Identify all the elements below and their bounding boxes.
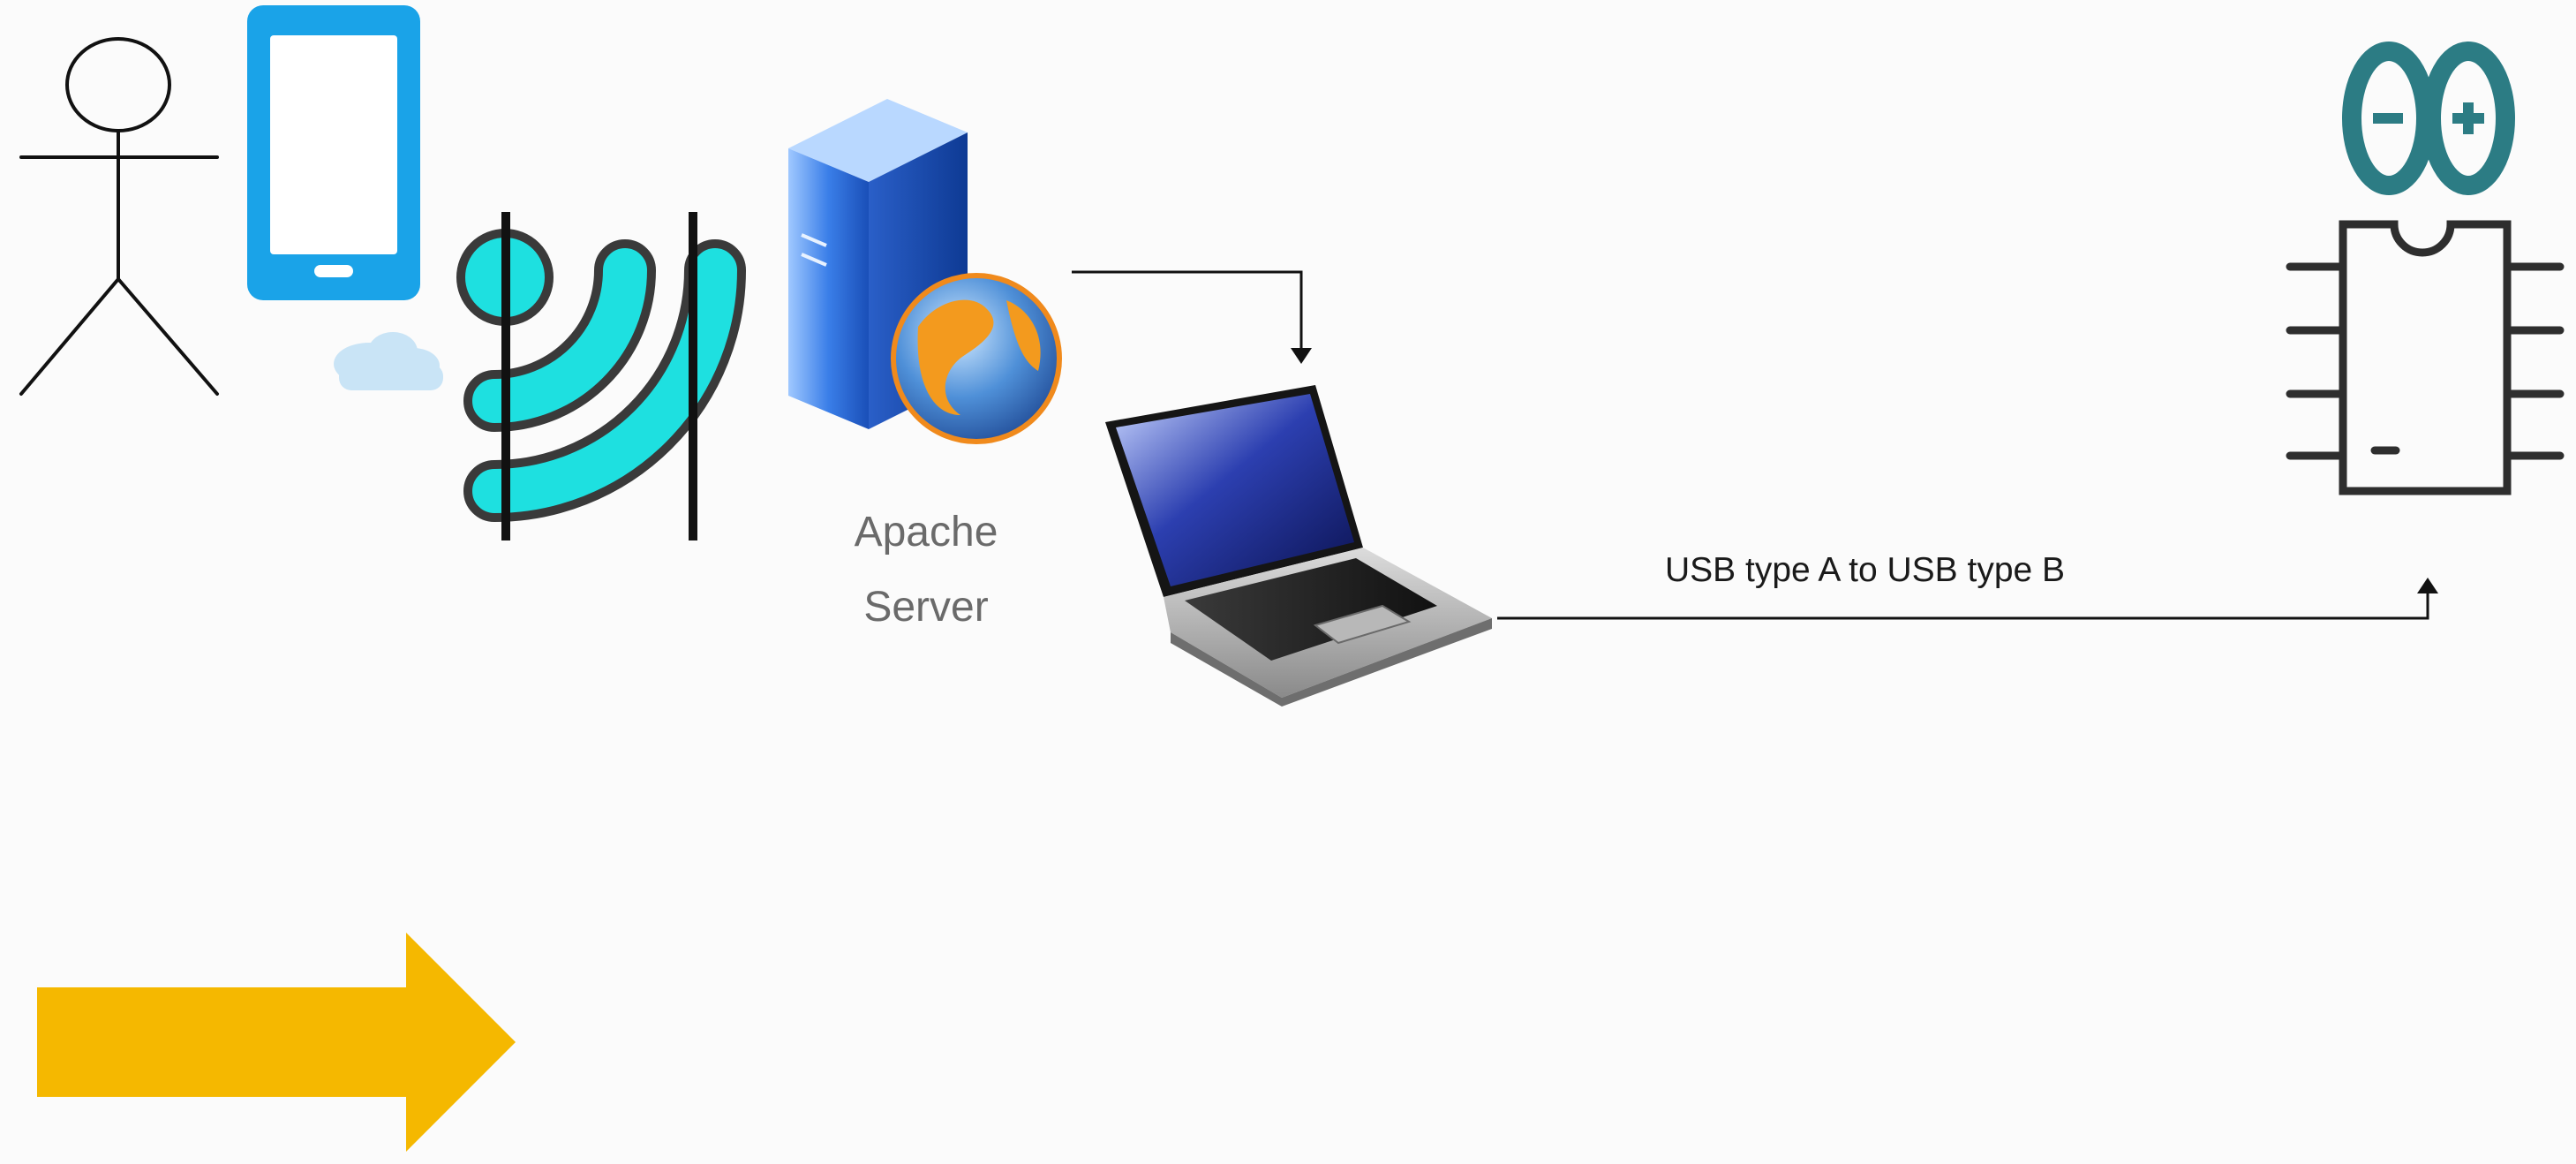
- laptop-icon: [1105, 385, 1492, 707]
- wifi-signal-icon: [456, 212, 746, 540]
- usb-connection-label: USB type A to USB type B: [1665, 551, 2066, 589]
- arduino-logo-icon: [2342, 42, 2515, 195]
- stick-figure-actor-icon: [19, 37, 219, 396]
- server-label-line-1: Apache: [854, 509, 998, 556]
- smartphone-icon: [247, 5, 420, 300]
- server-label-line-2: Server: [863, 584, 989, 631]
- arduino-chip-icon: [2286, 220, 2565, 495]
- laptop-to-arduino-usb-connector: [1497, 578, 2438, 620]
- cloud-icon: [334, 332, 443, 390]
- server-to-laptop-connector: [1072, 270, 1312, 364]
- flow-arrow-icon: [37, 933, 516, 1152]
- web-server-globe-icon: [788, 99, 1062, 444]
